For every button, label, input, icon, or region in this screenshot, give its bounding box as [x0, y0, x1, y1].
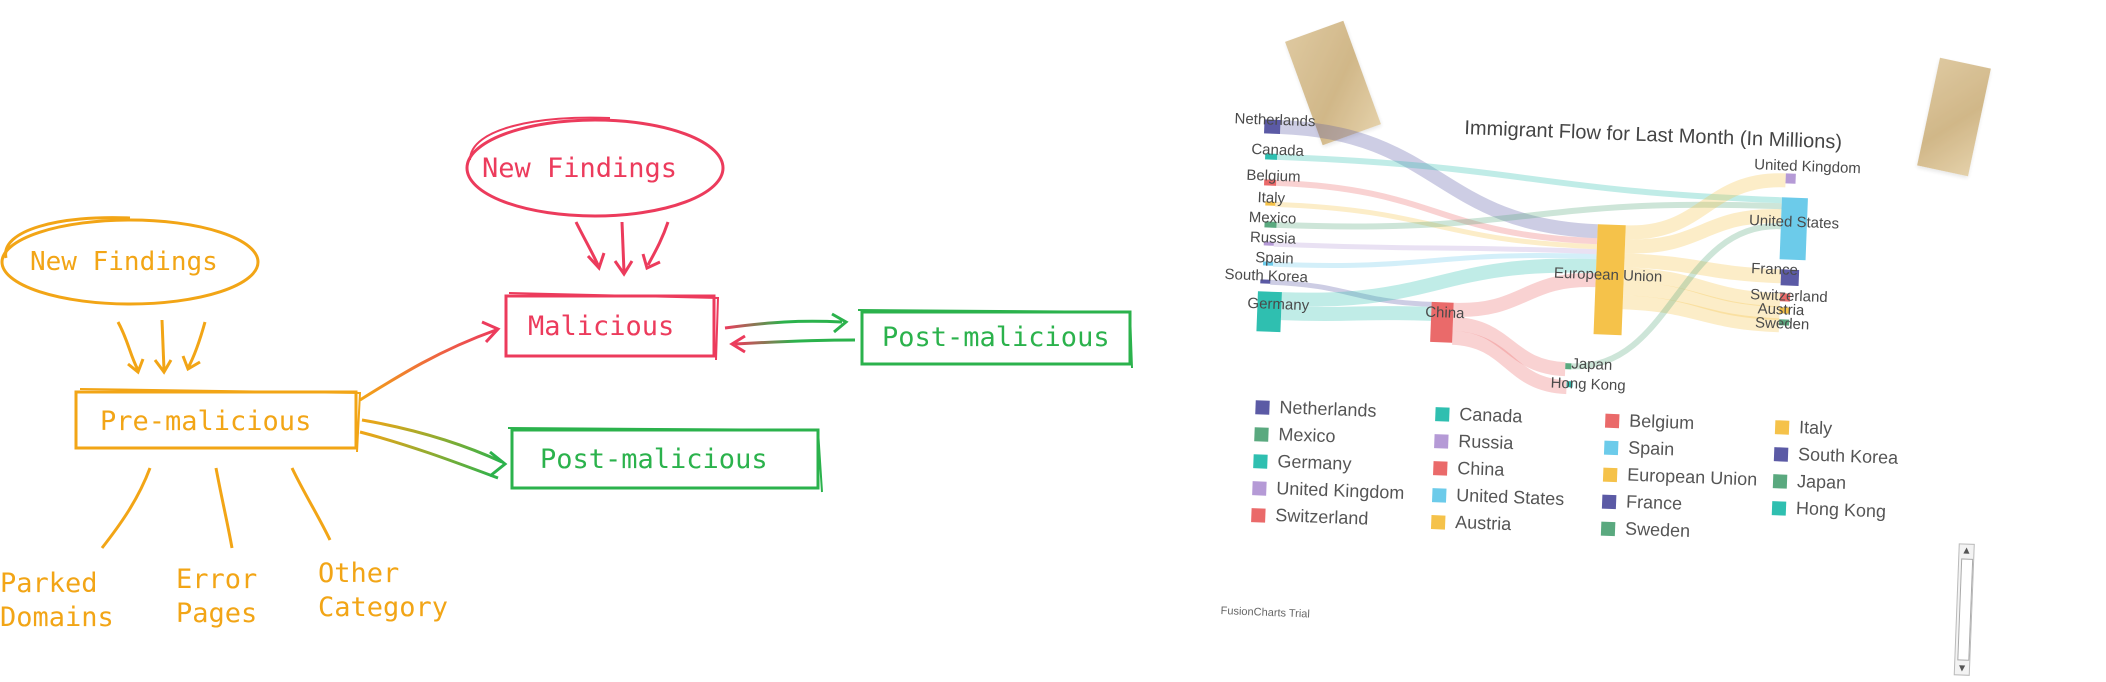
- postmalicious-to-malicious-arrow: [735, 340, 855, 344]
- legend-swatch: [1253, 454, 1268, 469]
- legend-item-russia[interactable]: Russia: [1434, 430, 1514, 454]
- sankey-chart-card: Immigrant Flow for Last Month (In Millio…: [1205, 80, 2026, 670]
- premalicious-to-malicious-arrow: [360, 330, 496, 400]
- legend-swatch: [1251, 508, 1266, 523]
- link-canada-to-united-states[interactable]: [1276, 157, 1783, 200]
- legend-label: Japan: [1797, 471, 1847, 494]
- legend-swatch: [1774, 447, 1789, 462]
- legend-label: Germany: [1277, 451, 1352, 475]
- post-malicious-lower-label: Post-malicious: [540, 444, 768, 475]
- node-label-belgium: Belgium: [1246, 167, 1301, 186]
- scroll-thumb[interactable]: [1957, 558, 1973, 660]
- legend-label: Canada: [1459, 404, 1523, 427]
- category-error-line2: Pages: [176, 598, 257, 629]
- legend-swatch: [1604, 440, 1619, 455]
- node-label-china: China: [1425, 304, 1465, 322]
- findings-to-malicious-arrows: [576, 222, 668, 274]
- node-label-united-states: United States: [1749, 212, 1840, 232]
- legend-item-hong-kong[interactable]: Hong Kong: [1772, 497, 1887, 522]
- node-label-japan: Japan: [1571, 355, 1612, 374]
- legend-swatch: [1603, 467, 1618, 482]
- sankey-links: [1267, 127, 1787, 395]
- category-parked-line2: Domains: [0, 602, 114, 633]
- legend-label: Hong Kong: [1796, 498, 1887, 522]
- legend-label: Spain: [1628, 438, 1675, 461]
- legend-item-italy[interactable]: Italy: [1775, 416, 1833, 439]
- legend-item-mexico[interactable]: Mexico: [1254, 423, 1336, 447]
- category-error-line1: Error: [176, 564, 257, 595]
- legend-item-china[interactable]: China: [1433, 457, 1505, 481]
- malicious-label: Malicious: [528, 311, 674, 342]
- category-other-line2: Category: [318, 592, 448, 623]
- legend-item-belgium[interactable]: Belgium: [1605, 410, 1695, 434]
- node-label-france: France: [1751, 260, 1798, 279]
- legend-swatch: [1432, 488, 1447, 503]
- legend-swatch: [1775, 420, 1790, 435]
- scroll-down-icon[interactable]: ▼: [1955, 662, 1969, 675]
- node-label-sweden: Sweden: [1755, 314, 1810, 333]
- legend-item-germany[interactable]: Germany: [1253, 450, 1352, 475]
- top-findings-label: New Findings: [482, 153, 677, 184]
- legend-item-switzerland[interactable]: Switzerland: [1251, 504, 1369, 529]
- legend-swatch: [1252, 481, 1267, 496]
- legend-swatch: [1255, 400, 1270, 415]
- node-label-netherlands: Netherlands: [1234, 110, 1315, 130]
- legend-item-sweden[interactable]: Sweden: [1601, 518, 1691, 542]
- legend-label: Mexico: [1278, 424, 1336, 447]
- legend-label: South Korea: [1798, 444, 1899, 469]
- legend-swatch: [1773, 474, 1788, 489]
- legend-label: Italy: [1799, 417, 1833, 439]
- node-label-spain: Spain: [1255, 249, 1294, 267]
- post-malicious-upper-label: Post-malicious: [882, 322, 1110, 353]
- legend-label: Belgium: [1629, 411, 1695, 434]
- category-other-line1: Other: [318, 558, 399, 589]
- node-united-kingdom[interactable]: [1785, 173, 1795, 183]
- legend-label: Netherlands: [1279, 397, 1377, 422]
- legend-label: China: [1457, 458, 1505, 481]
- node-label-south-korea: South Korea: [1224, 266, 1308, 286]
- sankey-chart: [1205, 80, 2026, 670]
- premalicious-to-postmalicious-arrowhead: [490, 452, 505, 476]
- legend-item-japan[interactable]: Japan: [1773, 470, 1847, 494]
- legend-swatch: [1431, 515, 1446, 530]
- legend-label: Sweden: [1625, 519, 1691, 542]
- malicious-to-postmalicious-arrow: [725, 321, 842, 328]
- node-label-mexico: Mexico: [1248, 209, 1296, 228]
- node-label-hong-kong: Hong Kong: [1550, 375, 1626, 395]
- threat-lifecycle-diagram: New Findings Pre-malicious Parked Domain…: [0, 0, 1180, 682]
- legend-item-spain[interactable]: Spain: [1604, 437, 1675, 461]
- node-label-canada: Canada: [1251, 141, 1304, 160]
- category-lines: [102, 468, 330, 548]
- category-parked-line1: Parked: [0, 568, 98, 599]
- legend-item-austria[interactable]: Austria: [1431, 511, 1512, 535]
- scroll-up-icon[interactable]: ▲: [1959, 544, 1973, 557]
- legend-label: France: [1626, 492, 1683, 515]
- left-findings-label: New Findings: [30, 247, 218, 277]
- legend-swatch: [1605, 413, 1620, 428]
- legend-label: Austria: [1455, 512, 1512, 535]
- legend-label: Russia: [1458, 431, 1514, 454]
- legend-item-canada[interactable]: Canada: [1435, 403, 1523, 427]
- legend-item-france[interactable]: France: [1602, 491, 1683, 515]
- findings-to-premalicious-arrows: [118, 320, 205, 372]
- premalicious-to-postmalicious-arrow-second: [360, 432, 498, 478]
- premalicious-to-postmalicious-arrow: [362, 420, 502, 462]
- legend-swatch: [1435, 407, 1450, 422]
- node-label-germany: Germany: [1247, 295, 1309, 314]
- legend-label: United States: [1456, 485, 1565, 510]
- pre-malicious-label: Pre-malicious: [100, 406, 311, 437]
- legend-label: Switzerland: [1275, 505, 1369, 530]
- legend-swatch: [1433, 461, 1448, 476]
- legend-swatch: [1254, 427, 1269, 442]
- node-label-italy: Italy: [1257, 189, 1285, 207]
- legend-swatch: [1601, 521, 1616, 536]
- legend-swatch: [1434, 434, 1449, 449]
- legend-swatch: [1772, 501, 1787, 516]
- node-label-russia: Russia: [1250, 229, 1296, 248]
- legend-swatch: [1602, 494, 1617, 509]
